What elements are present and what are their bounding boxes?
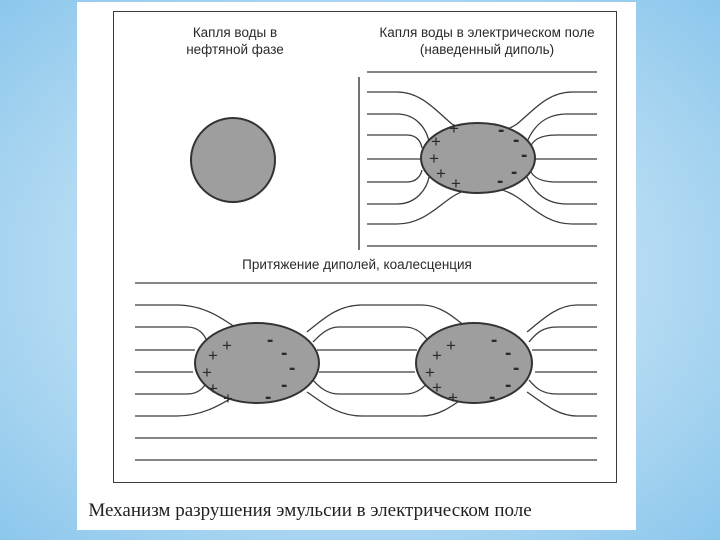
minus-sign: - [505,377,511,394]
plus-sign: + [432,379,442,396]
minus-sign: - [498,122,504,139]
minus-sign: - [491,332,497,349]
plus-sign: + [436,165,446,182]
slide-caption: Механизм разрушения эмульсии в электриче… [80,500,540,522]
minus-sign: - [521,147,527,164]
label-drop-field-line1: Капля воды в электрическом поле [362,24,612,41]
minus-sign: - [281,345,287,362]
minus-sign: - [267,332,273,349]
plus-sign: + [432,347,442,364]
plus-sign: + [446,337,456,354]
minus-sign: - [289,360,295,377]
minus-sign: - [281,377,287,394]
slide: + + + + + - - - - - + + + + + - - - - - … [77,2,636,530]
label-drop-field-line2: (наведенный диполь) [362,41,612,58]
minus-sign: - [513,132,519,149]
plus-sign: + [223,390,233,407]
drop-oil-phase [191,118,275,202]
minus-sign: - [505,345,511,362]
plus-sign: + [451,175,461,192]
plus-sign: + [449,120,459,137]
minus-sign: - [497,173,503,190]
plus-sign: + [208,347,218,364]
label-drop-oil-line2: нефтяной фазе [180,41,290,58]
label-drop-oil-line1: Капля воды в [180,24,290,41]
label-attraction: Притяжение диполей, коалесценция [217,256,497,273]
minus-sign: - [513,360,519,377]
minus-sign: - [265,389,271,406]
plus-sign: + [448,389,458,406]
plus-sign: + [222,337,232,354]
minus-sign: - [489,389,495,406]
plus-sign: + [208,380,218,397]
minus-sign: - [511,164,517,181]
plus-sign: + [431,133,441,150]
